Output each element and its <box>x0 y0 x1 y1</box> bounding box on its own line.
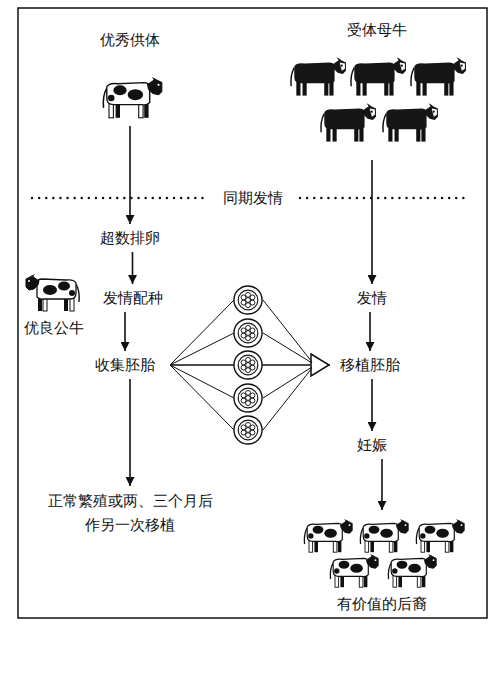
recipient-cow <box>383 103 438 141</box>
embryo <box>234 319 262 347</box>
step-node: 发情配种 <box>85 286 180 310</box>
step-node: 超数排卵 <box>85 226 175 250</box>
step-label: 有价值的后裔 <box>337 592 427 616</box>
step-label: 优秀供体 <box>100 28 160 52</box>
flow-arrow <box>369 312 371 351</box>
fan-line <box>263 367 312 398</box>
offspring-calf <box>330 554 378 587</box>
fan-line <box>170 365 234 398</box>
step-label: 受体母牛 <box>347 18 407 42</box>
flow-arrow <box>129 379 131 486</box>
fan-line <box>170 300 234 365</box>
flow-arrow <box>129 126 131 224</box>
flow-arrow <box>124 312 126 351</box>
step-node: 妊娠 <box>340 433 404 457</box>
step-label: 收集胚胎 <box>95 353 155 377</box>
offspring-calf <box>388 554 436 587</box>
embryo <box>234 286 262 314</box>
annotation-label: 同期发情 <box>205 188 301 208</box>
fan-line <box>263 368 312 430</box>
recipient-cow <box>291 57 346 95</box>
flow-arrow <box>381 459 383 510</box>
step-label: 发情配种 <box>103 286 163 310</box>
fan-line <box>263 333 312 363</box>
fan-line <box>170 365 234 430</box>
flow-arrow <box>132 252 134 284</box>
outer-frame <box>18 8 487 618</box>
dotted-line <box>300 197 470 199</box>
offspring-calf <box>360 519 408 552</box>
step-node: 收集胚胎 <box>80 353 170 377</box>
step-node: 优秀供体 <box>80 28 180 124</box>
fan-line <box>170 333 234 365</box>
step-label: 发情 <box>357 286 387 310</box>
embryo <box>234 351 262 379</box>
step-node: 发情 <box>340 286 404 310</box>
recipient-cow <box>411 57 466 95</box>
dotted-line <box>32 197 205 199</box>
annotation-label: 优良公牛 <box>14 318 94 338</box>
step-label: 正常繁殖或两、三个月后 作另一次移植 <box>45 489 215 537</box>
offspring-calf <box>416 519 464 552</box>
fan-lines <box>170 300 312 430</box>
step-node: 移植胚胎 <box>330 353 410 377</box>
fan-line <box>263 300 312 362</box>
step-node: 受体母牛 <box>282 18 472 158</box>
embryo <box>234 384 262 412</box>
bull-figure <box>26 274 79 311</box>
bull <box>26 274 79 311</box>
recipient-cow <box>351 57 406 95</box>
donor-cow <box>103 77 162 118</box>
step-label: 妊娠 <box>357 433 387 457</box>
flow-arrow <box>371 160 373 284</box>
embryo <box>234 416 262 444</box>
step-node: 有价值的后裔 <box>292 512 472 616</box>
step-label: 移植胚胎 <box>340 353 400 377</box>
step-node: 正常繁殖或两、三个月后 作另一次移植 <box>45 488 215 538</box>
offspring-calf <box>304 519 352 552</box>
recipient-cow <box>321 103 376 141</box>
flow-arrow <box>371 379 373 431</box>
step-label: 超数排卵 <box>100 226 160 250</box>
